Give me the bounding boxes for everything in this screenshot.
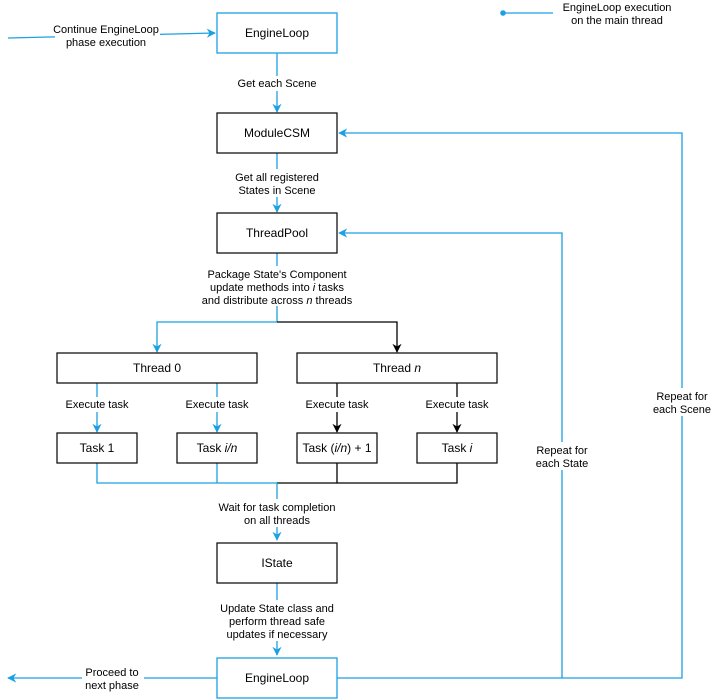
node-task-i[interactable]: Task i [416,432,498,464]
label-continue-line1: Continue EngineLoop [53,24,159,36]
legend-dot [500,10,506,16]
label-update-line2: perform thread safe [229,616,325,628]
node-thread-n[interactable]: Thread n [296,352,498,384]
label-execute-task-1: Execute task [66,399,129,411]
label-repeat-scene-line2: each Scene [653,404,711,416]
legend-label-line1: EngineLoop execution [563,2,672,14]
edge-repeat-each-scene [338,128,683,679]
node-task-i-label: Task i [442,441,473,455]
node-engineloop-top[interactable]: EngineLoop [216,12,338,54]
label-proceed-line2: next phase [85,680,139,692]
node-task-1[interactable]: Task 1 [56,432,138,464]
node-thread-n-label: Thread n [373,361,421,375]
label-repeat-state-line1: Repeat for [536,445,588,457]
node-threadpool-label: ThreadPool [246,226,308,240]
node-task-i-over-n-plus-1[interactable]: Task (i/n) + 1 [296,432,378,464]
edges [7,10,683,683]
edge-labels: Continue EngineLoop phase execution Get … [53,2,711,692]
edge-join-blue [96,463,277,484]
edge-split-to-thread-n [277,321,402,353]
node-engineloop-top-label: EngineLoop [245,26,309,40]
node-engineloop-bottom[interactable]: EngineLoop [216,657,338,699]
node-engineloop-bottom-label: EngineLoop [245,671,309,685]
node-istate[interactable]: IState [216,542,338,584]
label-repeat-state-line2: each State [536,458,589,470]
legend-label-line2: on the main thread [571,15,663,27]
label-wait-line1: Wait for task completion [219,502,336,514]
label-update-line1: Update State class and [220,603,334,615]
node-thread-0-label: Thread 0 [133,361,181,375]
edge-split-to-thread-0 [152,321,277,353]
nodes: EngineLoop ModuleCSM ThreadPool Thread 0… [56,12,498,699]
label-package-line2: update methods into i tasks [210,282,344,294]
label-update-line3: updates if necessary [227,629,328,641]
label-execute-task-3: Execute task [306,399,369,411]
label-get-each-scene: Get each Scene [238,78,317,90]
node-istate-label: IState [261,556,293,570]
label-proceed-line1: Proceed to [85,667,138,679]
node-task-i-over-n-plus-1-label: Task (i/n) + 1 [302,441,371,455]
edge-join-black [336,463,458,484]
label-get-states-line1: Get all registered [235,172,319,184]
node-modulecsm-label: ModuleCSM [244,126,310,140]
node-thread-0[interactable]: Thread 0 [56,352,258,384]
node-modulecsm[interactable]: ModuleCSM [216,112,338,154]
label-get-states-line2: States in Scene [238,185,315,197]
label-package-line1: Package State's Component [207,269,346,281]
node-threadpool[interactable]: ThreadPool [216,212,338,254]
node-task-i-over-n-label: Task i/n [197,441,238,455]
node-task-1-label: Task 1 [80,441,115,455]
node-task-i-over-n[interactable]: Task i/n [176,432,258,464]
label-continue-line2: phase execution [66,37,146,49]
label-wait-line2: on all threads [244,515,311,527]
label-execute-task-2: Execute task [186,399,249,411]
label-repeat-scene-line1: Repeat for [656,391,708,403]
label-execute-task-4: Execute task [426,399,489,411]
label-package-line3: and distribute across n threads [202,295,353,307]
